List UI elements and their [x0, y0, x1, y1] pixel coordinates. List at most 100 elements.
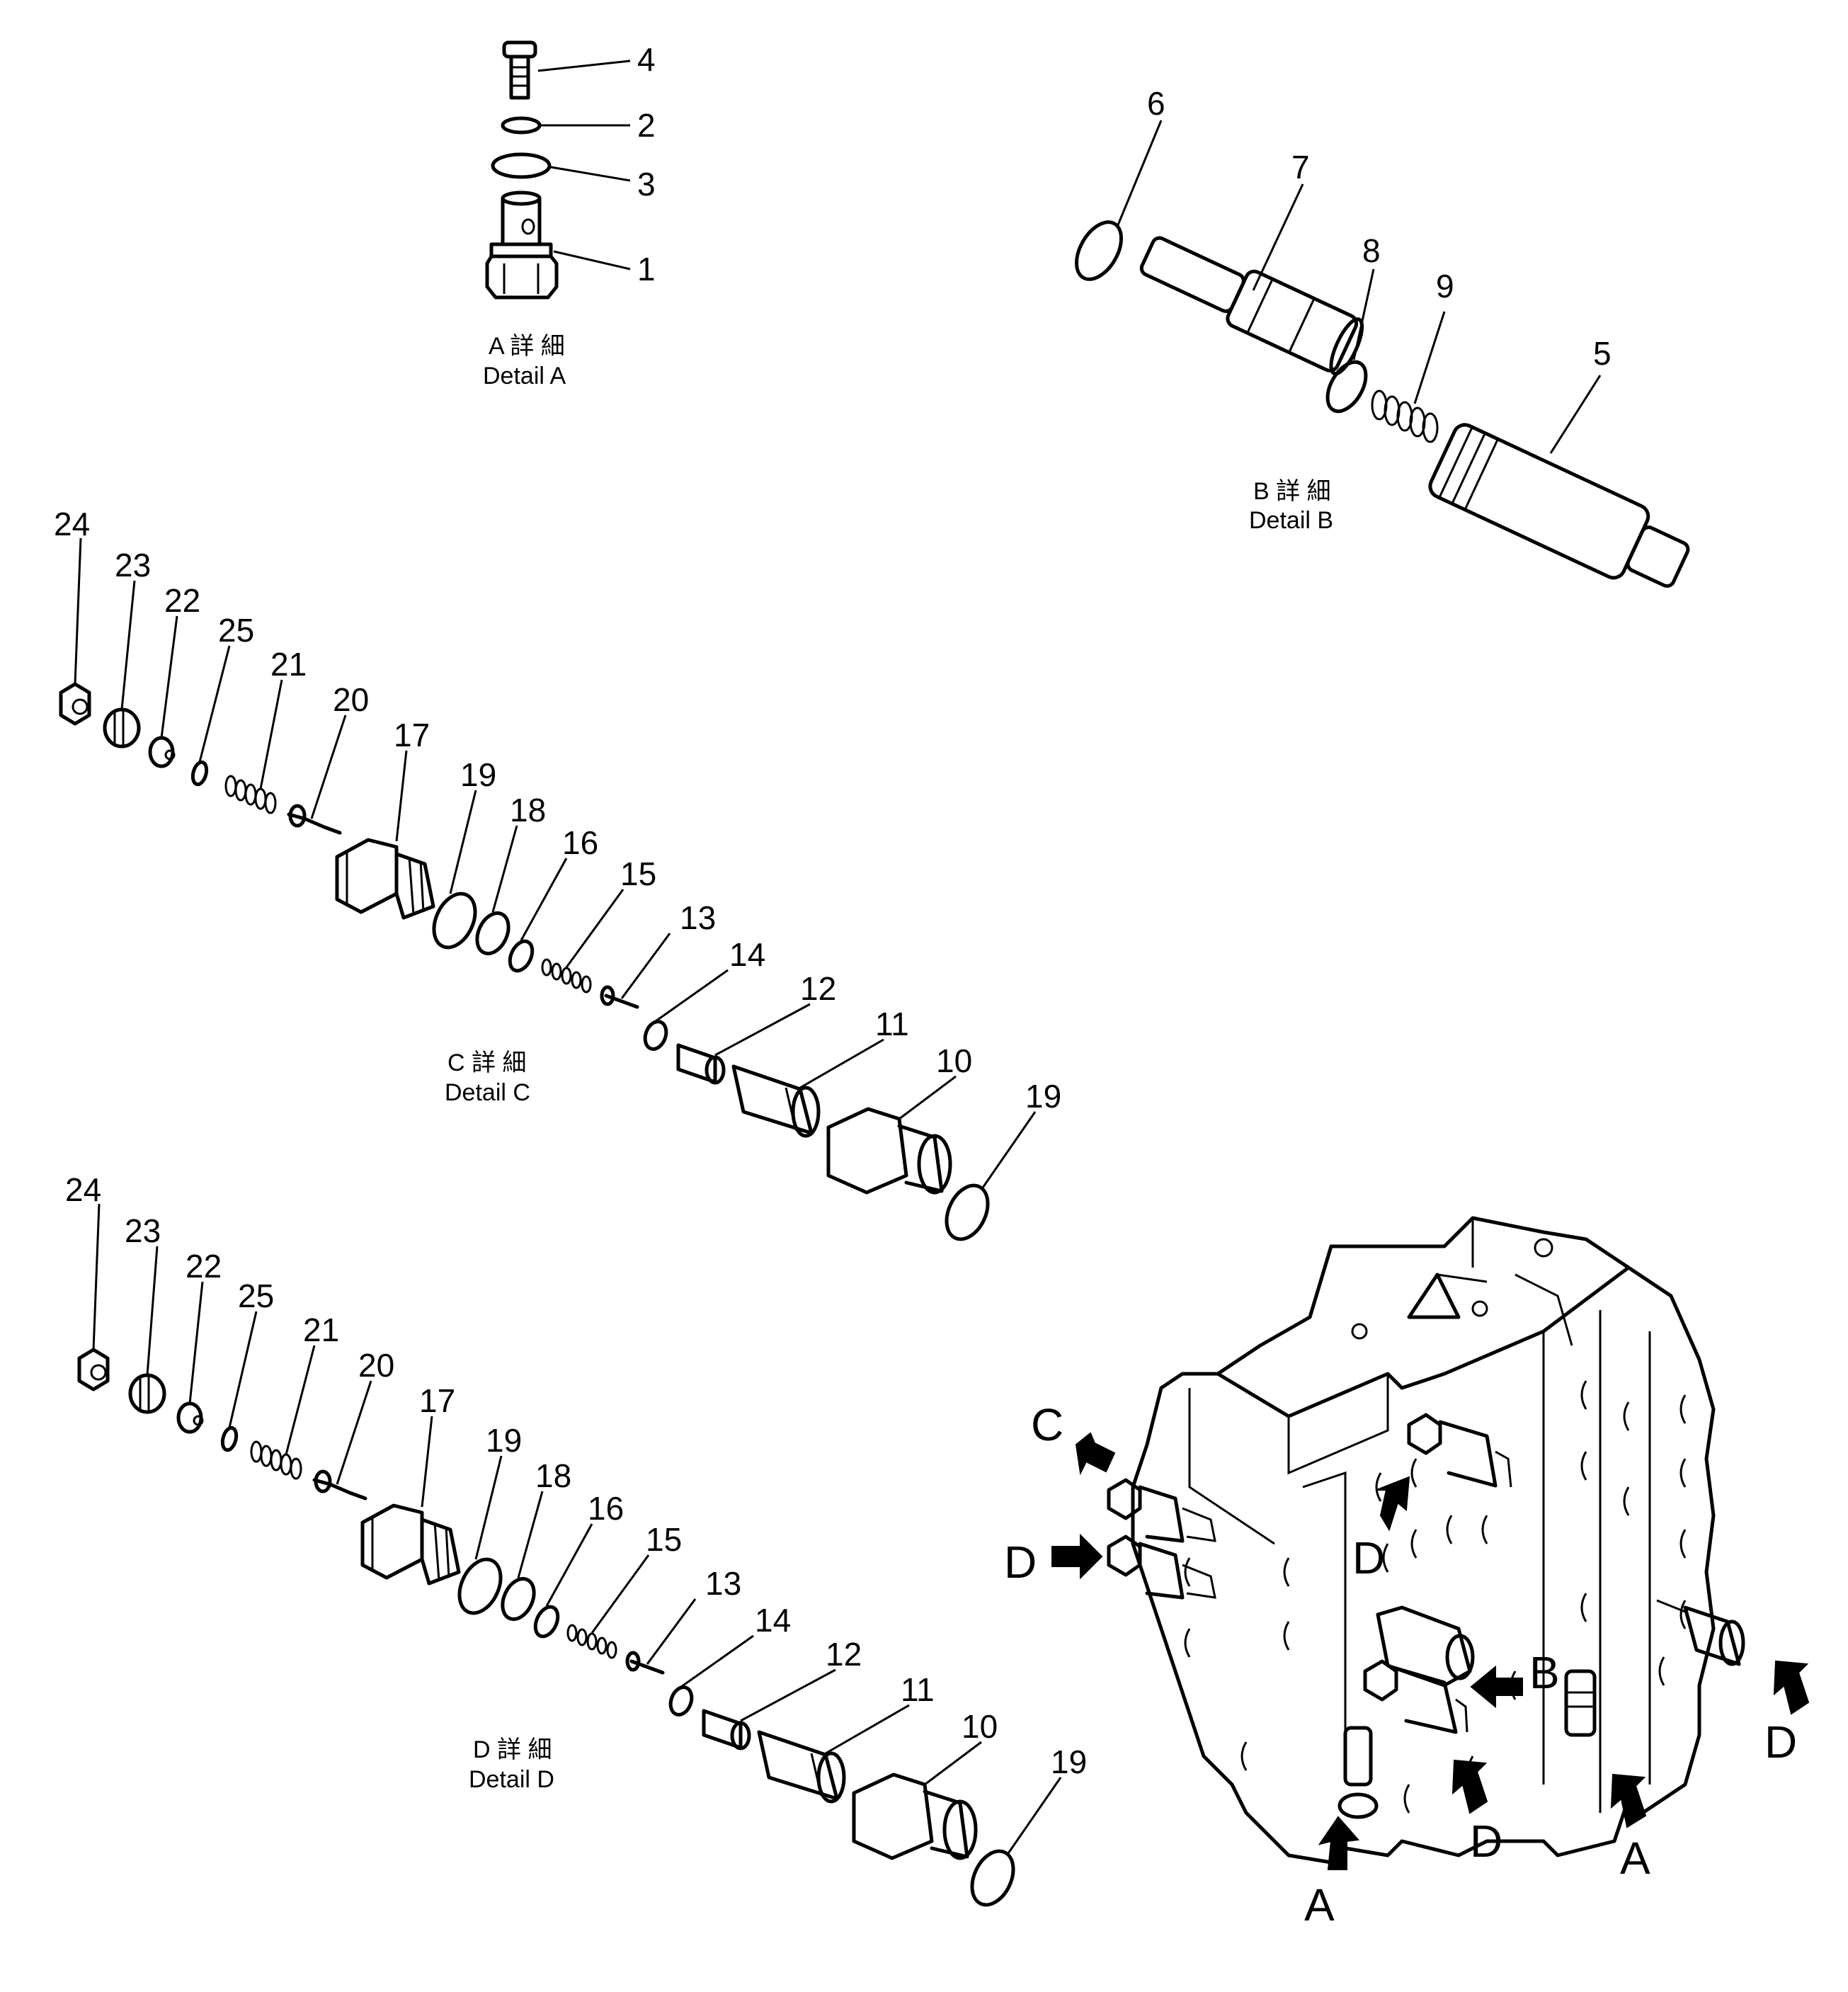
c-part-18-ring	[475, 911, 511, 955]
d-part-19-oring	[457, 1557, 503, 1615]
c-callout-23: 23	[115, 547, 151, 584]
d-callout-13: 13	[705, 1565, 741, 1602]
c-part-16-ring	[508, 939, 535, 973]
part-7-spool	[1139, 236, 1364, 376]
arrow-d-bottom	[1451, 1759, 1488, 1814]
d-part-22-adjuster	[176, 1401, 204, 1434]
d-callout-14: 14	[755, 1602, 791, 1639]
part-8-ring	[1325, 360, 1368, 414]
detail-d-group: 24 23 22 25 21 20 17 19 18 16 15 13 14 1…	[65, 1171, 1087, 1907]
c-part-19b-oring	[945, 1183, 990, 1241]
callout-b-5: 5	[1593, 335, 1612, 372]
c-callout-22: 22	[164, 582, 200, 619]
relief-valve-d-top	[1407, 1413, 1512, 1488]
relief-valve-c	[1107, 1478, 1216, 1543]
c-callout-10: 10	[936, 1042, 972, 1079]
c-callout-16: 16	[562, 824, 598, 861]
d-part-24-nut	[77, 1348, 110, 1391]
c-callout-19b: 19	[1025, 1078, 1061, 1115]
d-callout-19b: 19	[1051, 1743, 1087, 1780]
arrow-a-left	[1318, 1816, 1359, 1870]
c-callout-21: 21	[270, 646, 307, 683]
c-callout-12: 12	[800, 970, 836, 1007]
d-callout-21: 21	[303, 1311, 339, 1348]
d-callout-17: 17	[419, 1382, 455, 1419]
d-callout-20: 20	[358, 1347, 394, 1384]
detail-b-label-jp: B 詳 細	[1253, 478, 1331, 505]
view-marker-c: C	[1031, 1399, 1063, 1450]
plug-a-left	[1337, 1726, 1379, 1819]
part-5-plug	[1428, 423, 1690, 588]
c-part-11-piston	[731, 1064, 821, 1138]
view-arrows	[1051, 1432, 1810, 1870]
d-part-25-oring	[220, 1425, 239, 1452]
c-callout-24: 24	[54, 506, 90, 542]
callout-b-6: 6	[1147, 85, 1165, 122]
d-part-15-spring	[566, 1624, 617, 1659]
c-callout-20: 20	[333, 681, 369, 718]
d-part-18-ring	[501, 1577, 536, 1621]
part-3-oring	[491, 152, 552, 179]
c-callout-14: 14	[729, 936, 765, 973]
c-part-15-spring	[541, 958, 592, 994]
control-valve-body	[1107, 1216, 1745, 1865]
view-marker-d-top: D	[1352, 1532, 1385, 1583]
c-part-20-poppet	[287, 804, 342, 835]
view-marker-labels: C D D B D D A A	[1004, 1399, 1797, 1930]
d-part-19b-oring	[970, 1849, 1015, 1907]
d-callout-12: 12	[826, 1636, 862, 1673]
c-part-21-spring	[224, 775, 277, 814]
view-marker-d-left: D	[1004, 1537, 1037, 1588]
d-callout-11: 11	[901, 1671, 935, 1708]
arrow-a-right	[1610, 1773, 1647, 1828]
detail-c-label-jp: C 詳 細	[447, 1049, 526, 1076]
callout-b-7: 7	[1291, 149, 1310, 186]
part-2-oring	[501, 116, 542, 135]
d-callout-18: 18	[535, 1457, 571, 1494]
c-part-19-oring	[432, 892, 477, 950]
c-part-13-pin	[600, 985, 639, 1009]
callout-a-1: 1	[637, 251, 656, 288]
c-part-24-nut	[59, 682, 91, 726]
view-marker-a-right: A	[1620, 1833, 1650, 1884]
c-callout-15: 15	[620, 855, 656, 892]
part-4-screw	[502, 40, 537, 100]
d-part-14-ring	[668, 1685, 694, 1717]
d-callout-16: 16	[588, 1490, 624, 1527]
c-part-14-ring	[643, 1020, 668, 1051]
detail-c-label-en: Detail C	[445, 1079, 530, 1106]
part-6-oring	[1075, 220, 1123, 281]
callout-a-3: 3	[637, 166, 656, 203]
spool-plug-b	[1376, 1605, 1475, 1687]
c-part-12-sleeve	[676, 1043, 726, 1085]
arrow-d-top	[1376, 1476, 1410, 1532]
relief-valve-d-left	[1107, 1535, 1216, 1600]
d-part-10-plug	[852, 1772, 978, 1860]
c-callout-13: 13	[680, 899, 716, 936]
d-part-23-cap	[128, 1373, 166, 1414]
d-part-12-sleeve	[702, 1709, 751, 1751]
c-callout-25: 25	[218, 612, 254, 649]
part-9-spring	[1371, 389, 1439, 443]
c-part-17-body	[335, 838, 435, 920]
c-part-22-adjuster	[148, 736, 176, 768]
part-1-plug	[485, 190, 559, 300]
d-callout-19: 19	[486, 1422, 522, 1459]
detail-d-label-en: Detail D	[469, 1766, 554, 1793]
detail-a-label-jp: A 詳 細	[489, 333, 565, 360]
d-part-16-ring	[533, 1605, 560, 1639]
c-callout-18: 18	[510, 792, 546, 829]
d-callout-22: 22	[186, 1248, 222, 1285]
callout-b-8: 8	[1362, 232, 1381, 269]
detail-c-group: 24 23 22 25 21 20 17 19 18 16 15 13 14 1…	[54, 506, 1061, 1241]
c-callout-11: 11	[875, 1006, 909, 1042]
d-part-11-piston	[757, 1730, 846, 1804]
view-marker-b: B	[1529, 1647, 1560, 1698]
d-callout-24: 24	[65, 1171, 101, 1208]
d-part-13-pin	[625, 1651, 665, 1675]
relief-valve-d-bottom	[1363, 1659, 1468, 1734]
d-part-20-poppet	[312, 1469, 367, 1501]
arrow-c	[1075, 1432, 1116, 1476]
